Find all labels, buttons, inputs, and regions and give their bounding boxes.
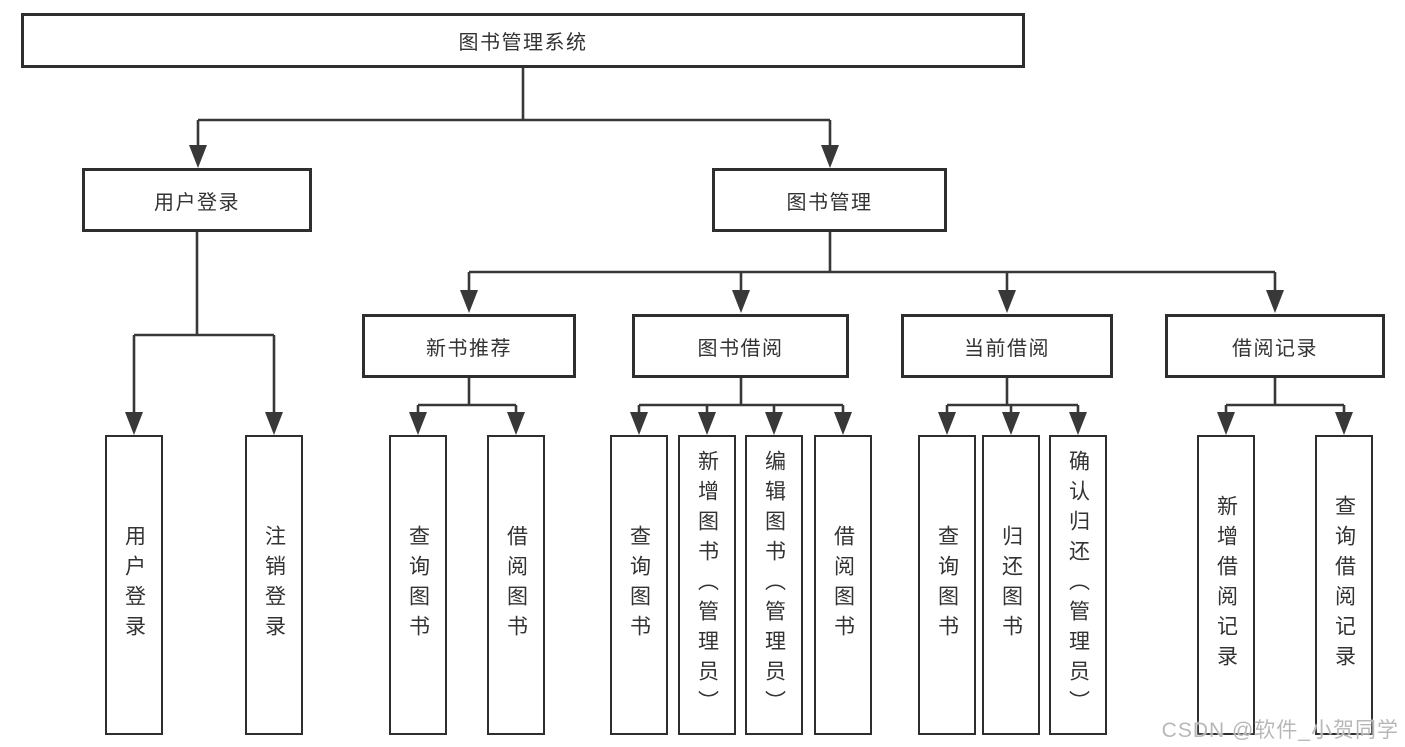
leaf-bb-borrow-books-label: 借阅图书	[831, 525, 855, 645]
connector-book-mgmt-to-level3	[460, 232, 1284, 313]
leaf-cb-return-books-label: 归还图书	[999, 525, 1023, 645]
node-new-book-recommend-label: 新书推荐	[426, 337, 512, 360]
leaf-bb-query-books-label: 查询图书	[627, 525, 651, 645]
node-borrow-records: 借阅记录	[1165, 314, 1385, 378]
node-book-borrow-label: 图书借阅	[697, 337, 784, 360]
leaf-cb-query-books: 查询图书	[918, 435, 976, 735]
leaf-user-login-label: 用户登录	[122, 525, 146, 645]
leaf-nbr-borrow-books-label: 借阅图书	[504, 525, 528, 645]
leaf-nbr-query-books: 查询图书	[389, 435, 447, 735]
leaf-bb-add-books-admin-label: 新增图书（管理员）	[695, 450, 719, 720]
node-current-borrow: 当前借阅	[901, 314, 1113, 378]
node-user-login-label: 用户登录	[154, 191, 240, 214]
leaf-bb-add-books-admin: 新增图书（管理员）	[678, 435, 736, 735]
connector-current-borrow-children	[938, 378, 1087, 435]
node-book-management-label: 图书管理	[786, 191, 873, 214]
leaf-br-query-record: 查询借阅记录	[1315, 435, 1373, 735]
connector-root-to-level2	[189, 68, 839, 168]
leaf-bb-borrow-books: 借阅图书	[814, 435, 872, 735]
node-book-borrow: 图书借阅	[632, 314, 849, 378]
leaf-cb-confirm-return-admin-label: 确认归还（管理员）	[1066, 450, 1090, 720]
leaf-cb-confirm-return-admin: 确认归还（管理员）	[1049, 435, 1107, 735]
node-book-management: 图书管理	[712, 168, 947, 232]
node-new-book-recommend: 新书推荐	[362, 314, 576, 378]
leaf-cb-return-books: 归还图书	[982, 435, 1040, 735]
leaf-bb-query-books: 查询图书	[610, 435, 668, 735]
node-current-borrow-label: 当前借阅	[964, 337, 1050, 360]
leaf-nbr-query-books-label: 查询图书	[406, 525, 430, 645]
connector-user-login-children	[125, 232, 283, 435]
leaf-user-login: 用户登录	[105, 435, 163, 735]
leaf-bb-edit-books-admin-label: 编辑图书（管理员）	[762, 450, 786, 720]
leaf-br-add-record: 新增借阅记录	[1197, 435, 1255, 735]
leaf-logout-label: 注销登录	[262, 525, 286, 645]
leaf-br-add-record-label: 新增借阅记录	[1214, 495, 1238, 675]
leaf-br-query-record-label: 查询借阅记录	[1332, 495, 1356, 675]
leaf-cb-query-books-label: 查询图书	[935, 525, 959, 645]
node-root-label: 图书管理系统	[458, 32, 588, 54]
node-root-book-management-system: 图书管理系统	[21, 13, 1025, 68]
connector-borrow-records-children	[1217, 378, 1353, 435]
connector-book-borrow-children	[630, 378, 852, 435]
leaf-bb-edit-books-admin: 编辑图书（管理员）	[745, 435, 803, 735]
leaf-nbr-borrow-books: 借阅图书	[487, 435, 545, 735]
leaf-logout: 注销登录	[245, 435, 303, 735]
csdn-watermark: CSDN @软件_小贺同学	[1161, 719, 1399, 742]
connector-new-book-children	[409, 378, 525, 435]
node-user-login: 用户登录	[82, 168, 312, 232]
node-borrow-records-label: 借阅记录	[1232, 337, 1318, 360]
